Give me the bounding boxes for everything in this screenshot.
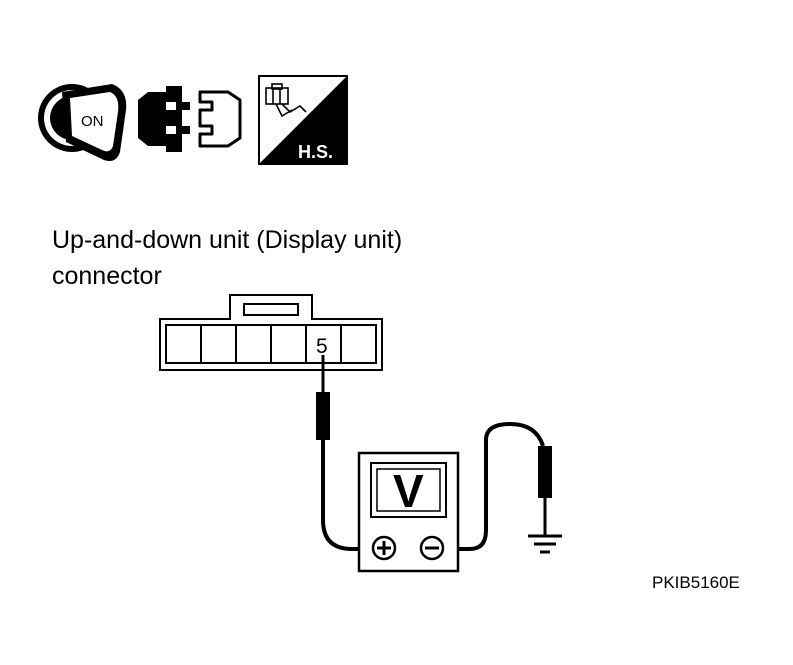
connector-label-line1: Up-and-down unit (Display unit) bbox=[52, 226, 402, 254]
voltmeter: V bbox=[357, 451, 460, 573]
harness-side-label: H.S. bbox=[298, 142, 333, 162]
connector-label-line2: connector bbox=[52, 262, 162, 290]
negative-probe bbox=[446, 421, 552, 551]
harness-side-icon: H.S. bbox=[258, 75, 348, 165]
ignition-key-icon: ON bbox=[38, 84, 127, 161]
voltmeter-symbol: V bbox=[393, 465, 424, 517]
positive-probe bbox=[316, 355, 372, 551]
ground-icon bbox=[528, 534, 562, 554]
ignition-on-label: ON bbox=[81, 113, 104, 130]
figure-code: PKIB5160E bbox=[652, 573, 740, 592]
connector-face bbox=[159, 294, 383, 371]
terminal-number: 5 bbox=[316, 335, 328, 358]
plus-terminal-icon bbox=[371, 535, 397, 561]
minus-terminal-icon bbox=[419, 535, 445, 561]
connector-disconnect-icon bbox=[138, 86, 242, 152]
